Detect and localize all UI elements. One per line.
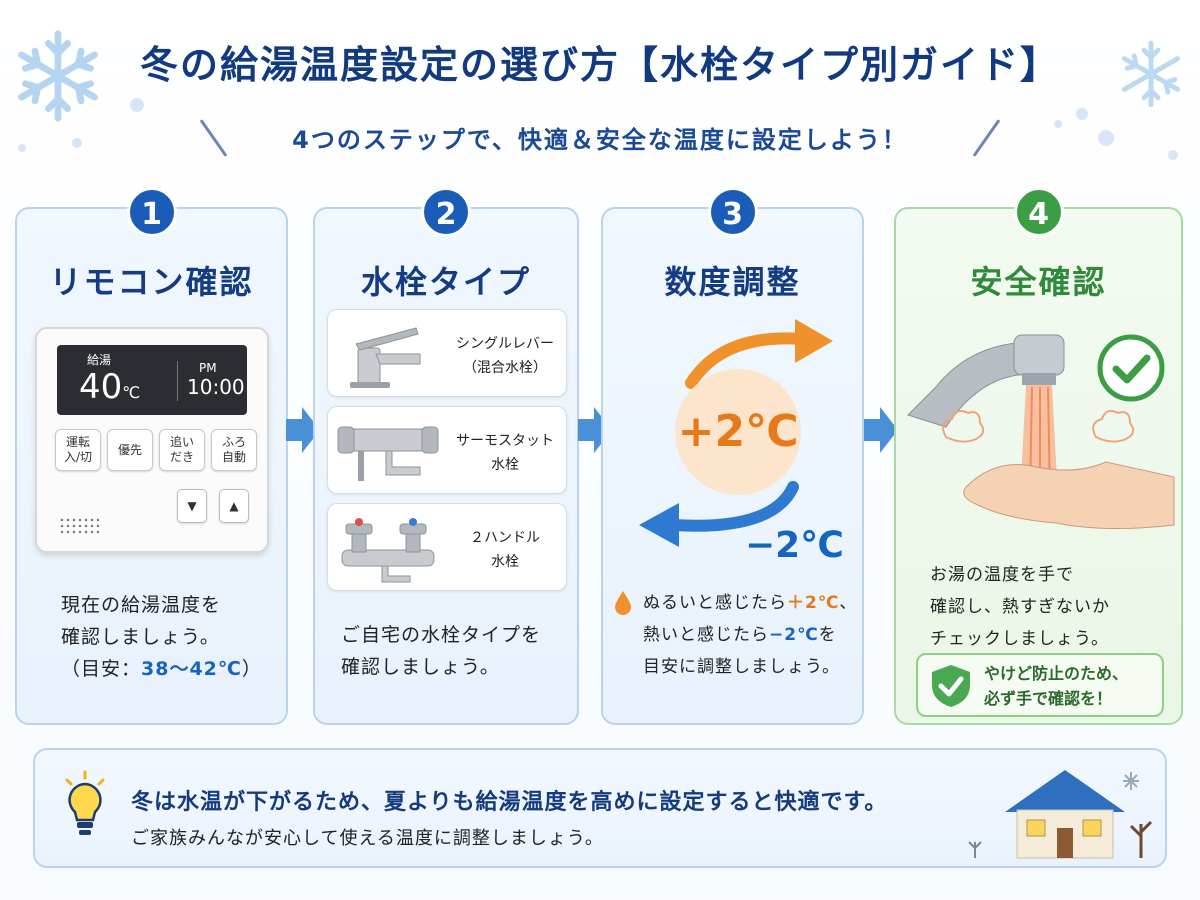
- step-number: 4: [1013, 187, 1064, 237]
- step-2-card: 2 水栓タイプ シングルレバー（混合水栓） サーモスタット水栓: [313, 187, 579, 725]
- step-title: 安全確認: [970, 263, 1107, 301]
- burn-warning-box: やけど防止のため、 必ず手で確認を！: [916, 653, 1164, 717]
- power-button[interactable]: 運転 入/切: [55, 429, 101, 471]
- step-number: 3: [707, 187, 758, 237]
- shield-check-icon: [932, 665, 970, 707]
- plus-2-label: +2℃: [675, 369, 801, 495]
- step-1-card: 1 リモコン確認 給湯 40℃ PM 10:00 運転 入/切 優先 追い だき…: [15, 187, 288, 725]
- priority-button[interactable]: 優先: [107, 429, 153, 471]
- step-number: 1: [126, 187, 177, 237]
- step-3-card: 3 数度調整 +2℃ −2℃ ぬるいと感じたら＋2℃、 熱いと感じたら−2℃を …: [601, 187, 864, 725]
- faucet-label: サーモスタット水栓: [456, 433, 554, 473]
- reheat-button[interactable]: 追い だき: [159, 429, 205, 471]
- faucet-card-thermostat: サーモスタット水栓: [327, 406, 567, 494]
- arrow-right-icon: [578, 407, 612, 453]
- auto-bath-button[interactable]: ふろ 自動: [211, 429, 257, 471]
- step-title: 水栓タイプ: [360, 263, 531, 301]
- warning-text: やけど防止のため、 必ず手で確認を！: [984, 664, 1129, 708]
- minus-2-label: −2℃: [745, 525, 844, 566]
- faucet-card-two-handle: ２ハンドル水栓: [327, 503, 567, 591]
- check-icon: [1097, 334, 1165, 402]
- house-icon: [968, 770, 1153, 859]
- faucet-card-single-lever: シングルレバー（混合水栓）: [327, 309, 567, 397]
- lightbulb-icon: [65, 770, 105, 835]
- water-heater-remote: 給湯 40℃ PM 10:00 運転 入/切 優先 追い だき ふろ 自動 ▼ …: [35, 327, 269, 553]
- step-title: リモコン確認: [49, 263, 254, 301]
- display-ampm: PM: [199, 361, 217, 375]
- step-description: 現在の給湯温度を 確認しましょう。 （目安：38～42℃）: [61, 594, 262, 680]
- faucet-label: ２ハンドル水栓: [470, 530, 540, 570]
- snowflake-icon: [18, 30, 98, 122]
- arrow-right-icon: [286, 407, 320, 453]
- tip-main-text: 冬は水温が下がるため、夏よりも給湯温度を高めに設定すると快適です。: [131, 790, 888, 815]
- step-title: 数度調整: [664, 263, 801, 301]
- remote-display: 給湯 40℃ PM 10:00: [57, 345, 247, 415]
- snowflake-icon: [1121, 40, 1181, 108]
- faucet-hand-illustration: [907, 334, 1175, 530]
- tip-sub-text: ご家族みんなが安心して使える温度に調整しましょう。: [131, 828, 604, 849]
- increase-arrow-icon: [685, 319, 833, 389]
- faucet-icon: [350, 327, 421, 388]
- display-temperature: 40℃: [79, 367, 141, 407]
- faucet-label: シングルレバー（混合水栓）: [456, 336, 554, 376]
- step-number: 2: [421, 187, 471, 237]
- page-title: 冬の給湯温度設定の選び方【水栓タイプ別ガイド】: [139, 43, 1060, 87]
- page-subtitle: 4つのステップで、快適＆安全な温度に設定しよう！: [292, 126, 908, 154]
- temp-down-button[interactable]: ▼: [177, 489, 207, 523]
- temp-up-button[interactable]: ▲: [219, 489, 249, 523]
- tip-banner: 冬は水温が下がるため、夏よりも給湯温度を高めに設定すると快適です。 ご家族みんな…: [33, 748, 1167, 868]
- faucet-icon: [337, 426, 439, 481]
- decrease-arrow-icon: [639, 481, 799, 547]
- display-label: 給湯: [87, 353, 112, 367]
- speaker-grille: [59, 517, 99, 535]
- water-drop-icon: [615, 591, 631, 615]
- arrow-right-icon: [864, 407, 898, 453]
- display-clock: 10:00: [187, 375, 245, 399]
- step-description: ぬるいと感じたら＋2℃、 熱いと感じたら−2℃を 目安に調整しましょう。: [643, 593, 858, 677]
- faucet-icon: [341, 518, 435, 583]
- step-description: ご自宅の水栓タイプを 確認しましょう。: [341, 624, 542, 678]
- step-description: お湯の温度を手で 確認し、熱すぎないか チェックしましょう。: [930, 565, 1110, 649]
- step-4-card: 4 安全確認 お湯の温度を手で 確認し、熱すぎないか チェックしましょう。 やけ…: [894, 187, 1183, 725]
